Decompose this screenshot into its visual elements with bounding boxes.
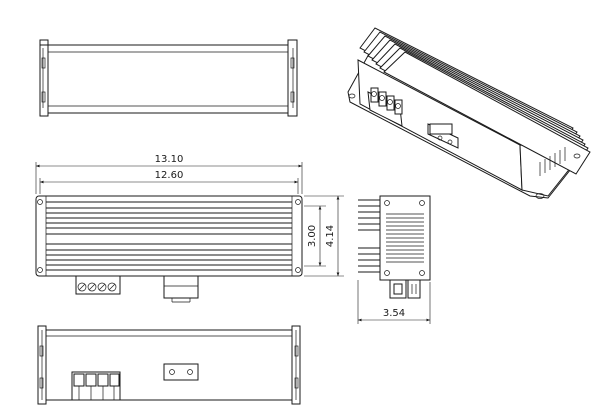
bottom-terminal-block <box>71 371 121 401</box>
front-view <box>35 162 344 303</box>
front-fuse-holder <box>163 275 199 303</box>
bottom-fuse-holder <box>163 363 199 381</box>
dim-overall-height: 4.14 <box>325 225 336 247</box>
dim-side-width: 3.54 <box>383 308 405 319</box>
front-terminal-block <box>75 275 121 295</box>
iso-fuse-holder <box>427 123 459 149</box>
isometric-view <box>347 27 591 199</box>
dim-inner-height: 3.00 <box>307 225 318 247</box>
dim-overall-length: 13.10 <box>155 154 184 165</box>
top-view <box>39 39 298 117</box>
iso-terminal-block <box>367 87 403 127</box>
side-view <box>357 195 431 324</box>
bottom-view <box>37 325 301 405</box>
dim-mount-length: 12.60 <box>155 170 184 181</box>
